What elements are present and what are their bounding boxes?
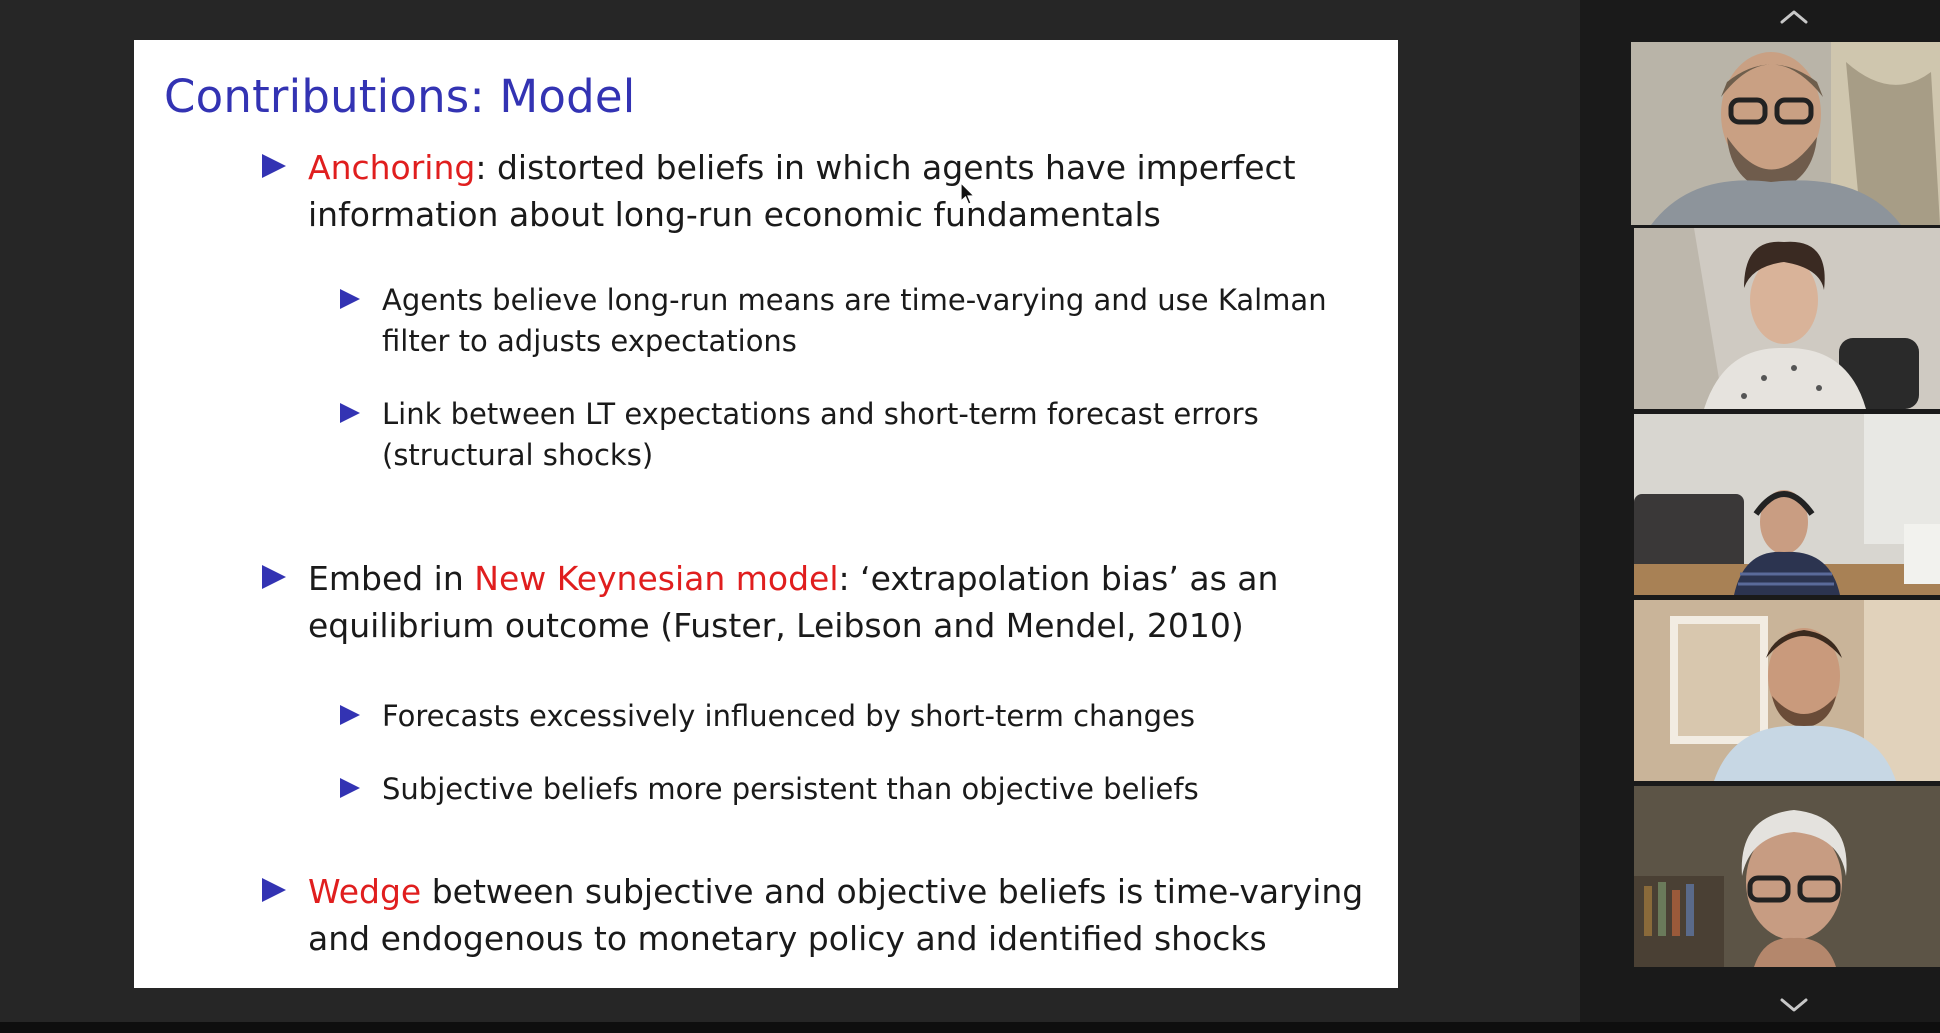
slide-subbullet-kalman: Agents believe long-run means are time-v… [340, 280, 1370, 362]
bullet-triangle-icon [262, 878, 286, 902]
scroll-up-button[interactable] [1778, 6, 1810, 28]
bullet-highlight: New Keynesian model [474, 559, 839, 598]
participant-video-tile-4[interactable] [1634, 600, 1940, 781]
participant-video-2 [1634, 228, 1940, 409]
bullet-text: Anchoring: distorted beliefs in which ag… [308, 144, 1372, 238]
participant-video-4 [1634, 600, 1940, 781]
slide-title: Contributions: Model [164, 70, 636, 123]
slide-subbullet-link: Link between LT expectations and short-t… [340, 394, 1370, 476]
participant-video-3 [1634, 414, 1940, 595]
participant-video-tile-2[interactable] [1634, 228, 1940, 409]
subbullet-text: Agents believe long-run means are time-v… [382, 283, 1327, 358]
presentation-slide: Contributions: Model Anchoring: distorte… [134, 40, 1398, 988]
bullet-body: : distorted beliefs in which agents have… [308, 148, 1296, 234]
bullet-triangle-icon [262, 154, 286, 178]
bullet-highlight: Anchoring [308, 148, 476, 187]
bullet-text: Wedge between subjective and objective b… [308, 868, 1372, 962]
participant-video-tile-5[interactable] [1634, 786, 1940, 967]
bullet-triangle-icon [340, 705, 360, 725]
bullet-body: : ‘extrapolation bias’ as an equilibrium… [308, 559, 1279, 645]
bullet-prefix: Embed in [308, 559, 475, 598]
slide-subbullet-persistent: Subjective beliefs more persistent than … [340, 769, 1370, 810]
screen-share-area: Contributions: Model Anchoring: distorte… [0, 0, 1580, 1022]
bullet-highlight: Wedge [308, 872, 422, 911]
subbullet-text: Forecasts excessively influenced by shor… [382, 699, 1195, 733]
mouse-cursor-icon [960, 182, 976, 205]
slide-bullet-wedge: Wedge between subjective and objective b… [262, 868, 1372, 962]
chevron-down-icon [1780, 998, 1808, 1012]
participant-video-tile-1[interactable] [1631, 42, 1940, 225]
subbullet-text: Link between LT expectations and short-t… [382, 397, 1259, 472]
bullet-triangle-icon [340, 403, 360, 423]
participant-video-1 [1631, 42, 1940, 225]
slide-bullet-anchoring: Anchoring: distorted beliefs in which ag… [262, 144, 1372, 238]
scroll-down-button[interactable] [1778, 994, 1810, 1016]
participant-video-5 [1634, 786, 1940, 967]
bullet-text: Embed in New Keynesian model: ‘extrapola… [308, 555, 1372, 649]
bullet-triangle-icon [340, 778, 360, 798]
slide-bullet-new-keynesian: Embed in New Keynesian model: ‘extrapola… [262, 555, 1372, 649]
bottom-bar [0, 1022, 1940, 1033]
chevron-up-icon [1780, 10, 1808, 24]
bullet-triangle-icon [340, 289, 360, 309]
participant-video-tile-3[interactable] [1634, 414, 1940, 595]
bullet-body: between subjective and objective beliefs… [308, 872, 1364, 958]
bullet-triangle-icon [262, 565, 286, 589]
slide-subbullet-forecasts: Forecasts excessively influenced by shor… [340, 696, 1370, 737]
subbullet-text: Subjective beliefs more persistent than … [382, 772, 1199, 806]
